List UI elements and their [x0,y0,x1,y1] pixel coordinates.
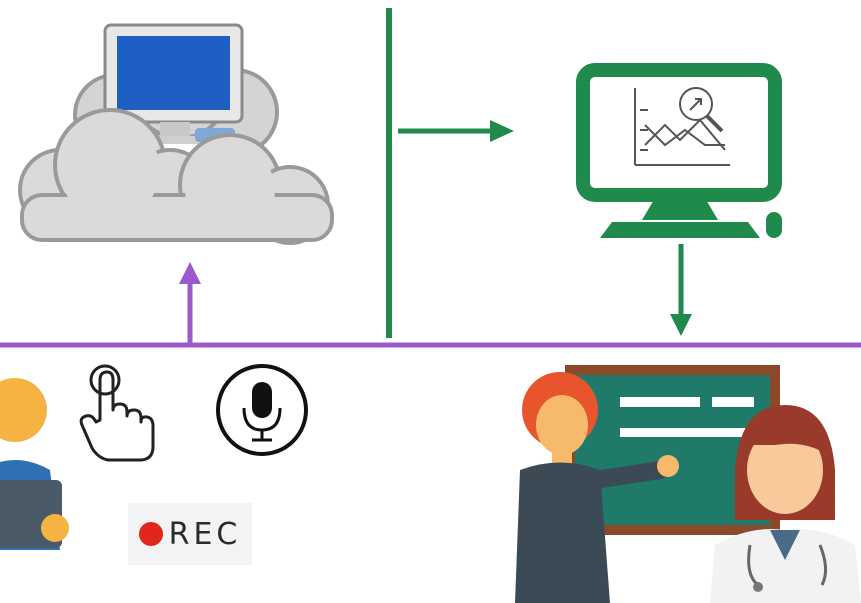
doctor-icon [710,405,861,603]
cloud-computer-icon [18,23,334,245]
arrow-right-to-analytics [398,120,514,142]
record-icon: REC [128,503,252,565]
arrow-up-to-cloud [179,262,201,343]
microphone-icon [216,364,308,456]
rec-label: REC [168,516,242,552]
record-dot-icon [138,522,163,546]
student-tablet-icon [0,378,69,550]
touch-hand-icon [79,364,155,462]
arrow-down-to-classroom [670,244,692,336]
analytics-monitor-icon [576,63,782,238]
